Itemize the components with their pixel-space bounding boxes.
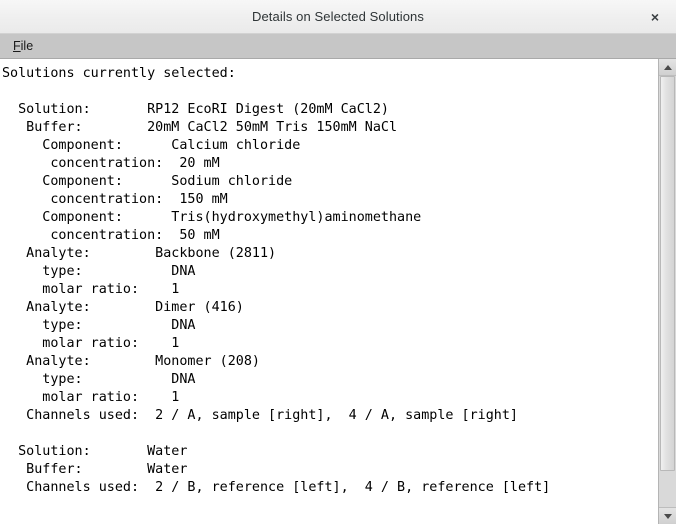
scroll-down-button[interactable] [659, 507, 676, 524]
solutions-report-text: Solutions currently selected: Solution: … [2, 66, 551, 495]
scroll-down-arrow-icon [663, 513, 672, 519]
menu-item-file-rest: ile [20, 38, 34, 53]
window-title: Details on Selected Solutions [251, 9, 424, 24]
scrollbar-track[interactable] [659, 76, 676, 507]
scroll-up-arrow-icon [663, 64, 672, 70]
menu-item-file[interactable]: File [6, 38, 40, 55]
report-text-pane[interactable]: Solutions currently selected: Solution: … [0, 59, 658, 524]
menu-bar: File [0, 34, 676, 59]
menu-item-file-accel: F [13, 38, 21, 53]
scroll-up-button[interactable] [659, 59, 676, 76]
content-area: Solutions currently selected: Solution: … [0, 59, 676, 524]
vertical-scrollbar[interactable] [658, 59, 676, 524]
scrollbar-thumb[interactable] [660, 76, 675, 471]
close-icon[interactable]: × [650, 8, 660, 25]
window-titlebar: Details on Selected Solutions × [0, 0, 676, 34]
